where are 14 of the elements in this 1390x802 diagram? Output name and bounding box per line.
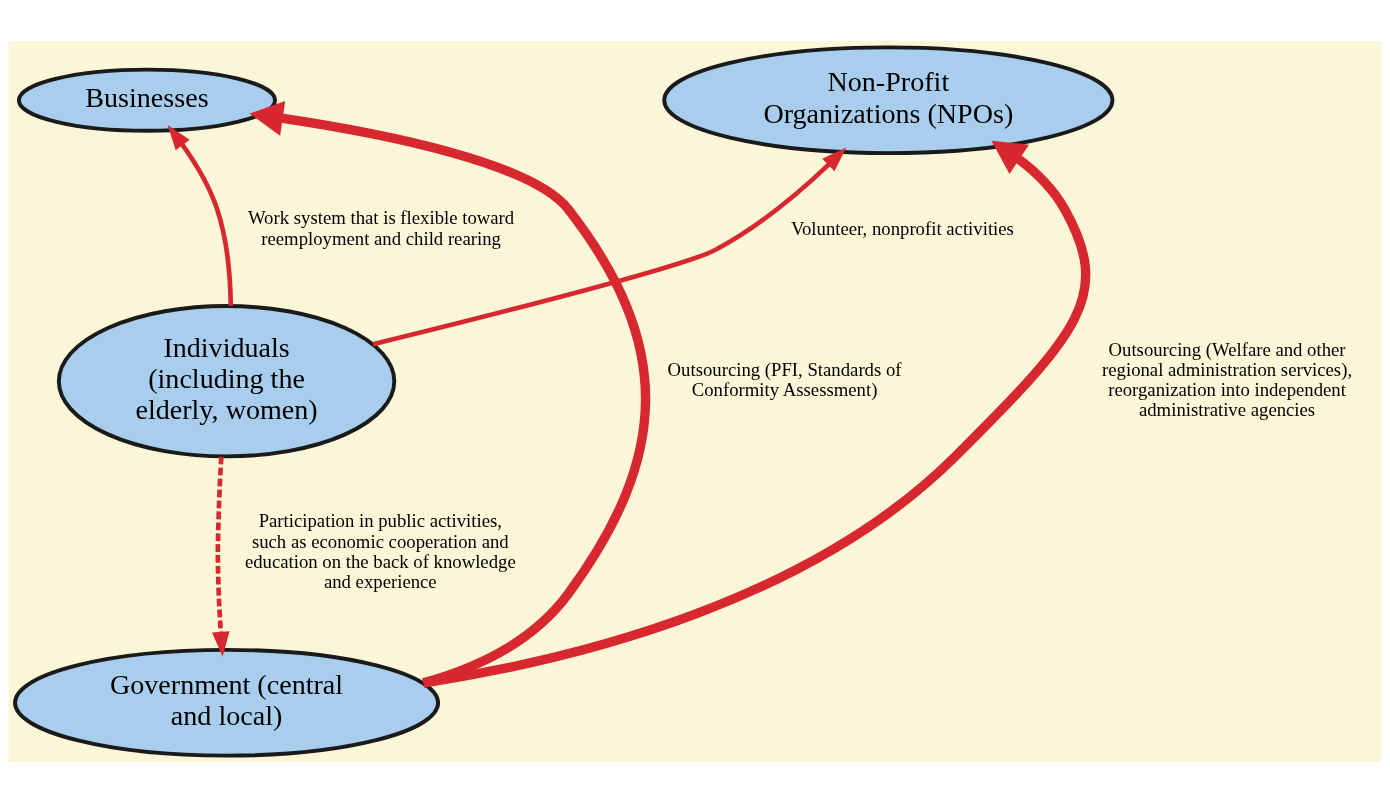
arrow (212, 456, 230, 657)
edge-label: Outsourcing (PFI, Standards of Conformity Assessment) (667, 358, 902, 400)
edge-label: Participation in public activities, such as economic cooperation and education on the back of knowledge and experience (244, 509, 516, 592)
arrow (167, 124, 234, 306)
edge-label: Volunteer, nonprofit activities (790, 217, 1014, 239)
arrow (372, 147, 847, 347)
node-ellipse: Government (central and local) (13, 647, 441, 758)
arrow (422, 140, 1090, 688)
arrow (249, 100, 650, 687)
node-ellipse: Individuals (including the elderly, women) (56, 303, 397, 458)
node-ellipse: Businesses (16, 67, 277, 133)
edge-label: Outsourcing (Welfare and other regional administration services), reorganization into independent administrative agencies (1102, 338, 1353, 420)
node-ellipse: Non-Profit Organizations (NPOs) (662, 44, 1115, 155)
edge-label: Work system that is flexible toward reemployment and child rearing (247, 206, 515, 249)
